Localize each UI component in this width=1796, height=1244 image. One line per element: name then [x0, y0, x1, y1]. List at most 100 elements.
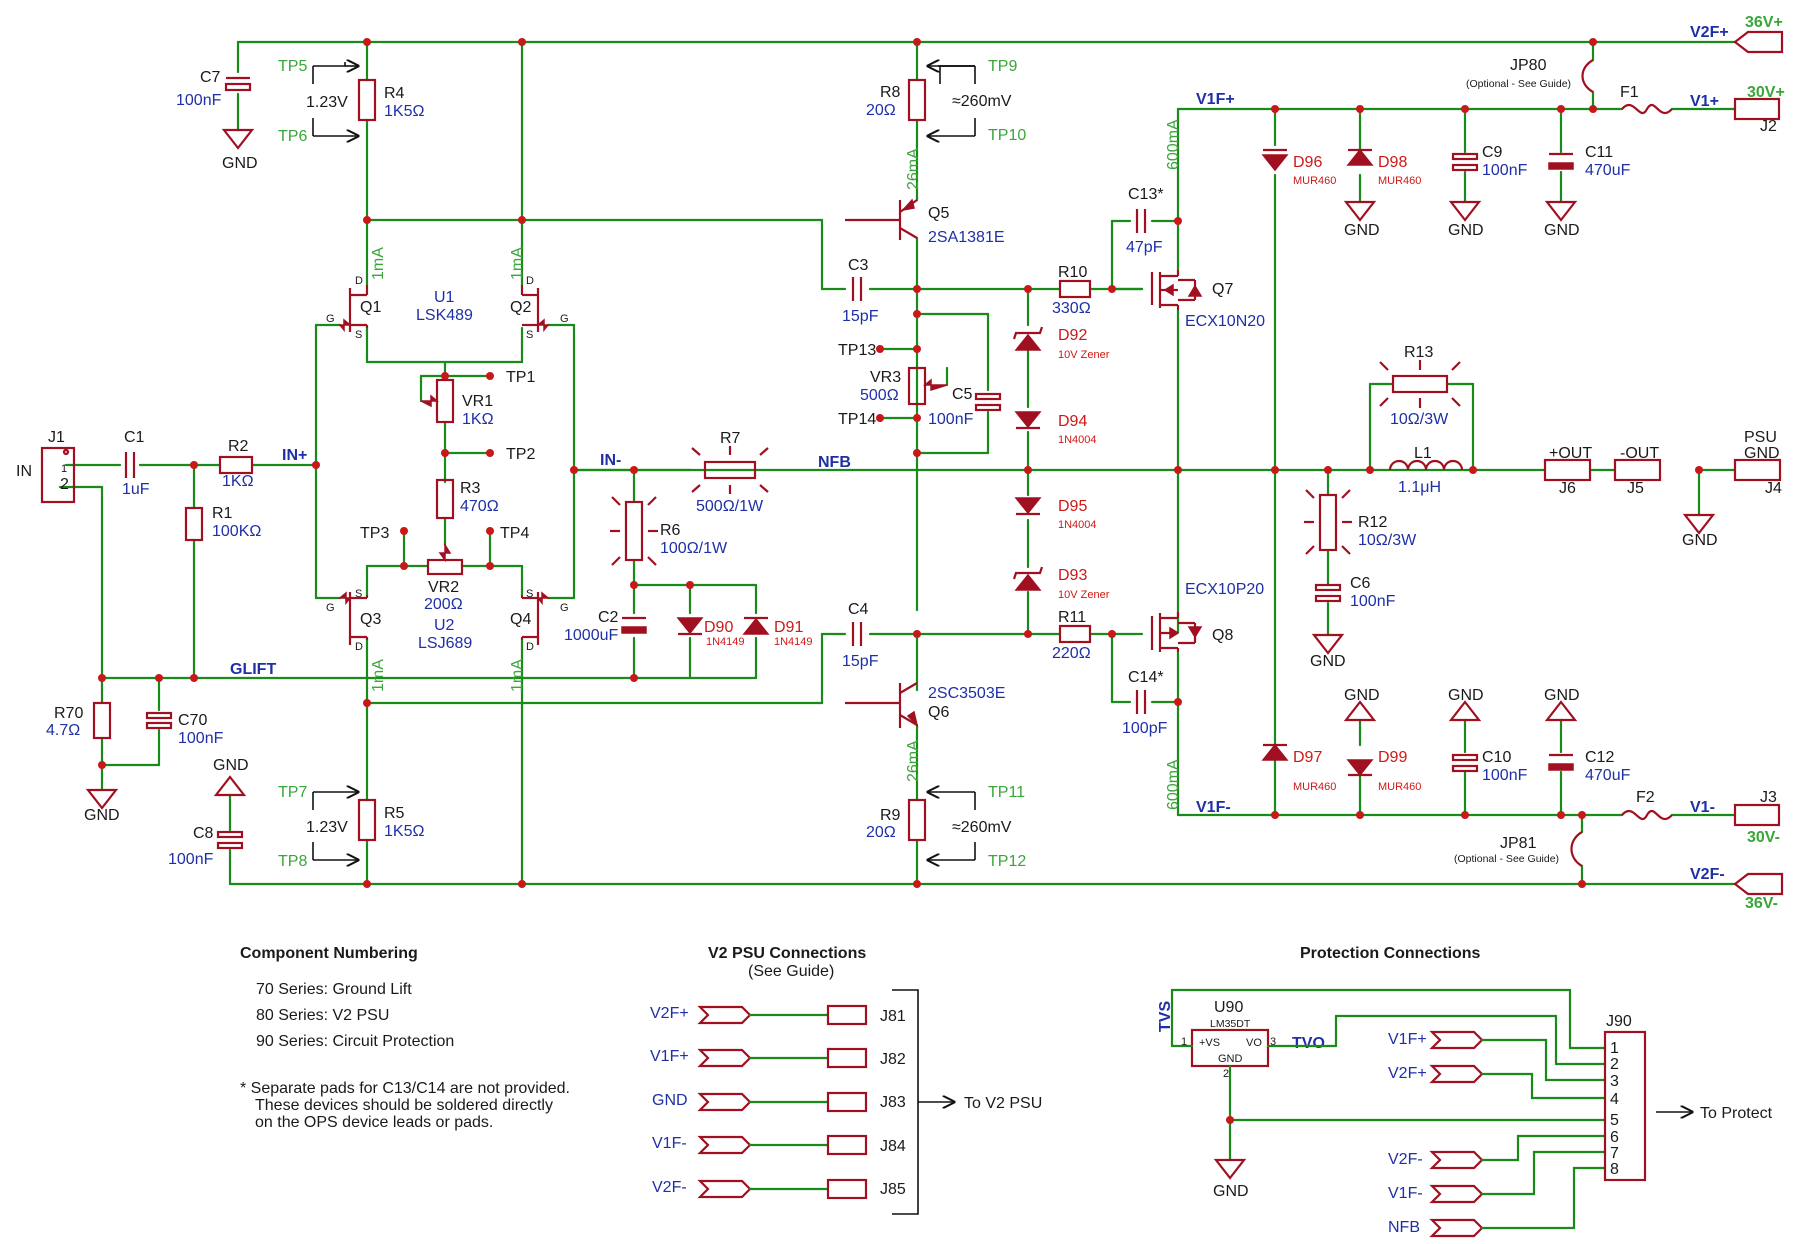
j90-pin-8: 8 — [1610, 1161, 1619, 1178]
r1-val: 100KΩ — [212, 523, 261, 540]
psu-conn-subtitle: (See Guide) — [748, 963, 834, 980]
r6-val: 100Ω/1W — [660, 540, 728, 557]
prot-in-1: V1F+ — [1388, 1031, 1427, 1048]
q5-val: 2SA1381E — [928, 229, 1005, 246]
rail-30p: 30V+ — [1747, 84, 1785, 101]
l1-ref: L1 — [1414, 445, 1432, 462]
v2f-minus-net: V2F- — [1690, 866, 1725, 883]
c1-ref: C1 — [124, 429, 145, 446]
c10-val: 100nF — [1482, 767, 1528, 784]
q1-g: G — [326, 313, 335, 325]
r70-ref: R70 — [54, 705, 83, 722]
c1-val: 1uF — [122, 481, 150, 498]
psu-conn-row: V1F- J84 — [652, 1134, 906, 1156]
gnd-c12: GND — [1544, 687, 1580, 704]
u90-val: LM35DT — [1210, 1018, 1251, 1030]
j6-ref: J6 — [1559, 480, 1576, 497]
c70-val: 100nF — [178, 730, 224, 747]
q1-ref: Q1 — [360, 299, 381, 316]
j1-pin2: 2 — [60, 476, 69, 493]
d92-ref: D92 — [1058, 327, 1087, 344]
q2-d: D — [526, 275, 534, 287]
psu-connections: V2 PSU Connections (See Guide) V2F+ J81 … — [650, 945, 1042, 1215]
c13-ref: C13* — [1128, 186, 1164, 203]
minus-out: -OUT — [1620, 445, 1659, 462]
c12-ref: C12 — [1585, 749, 1614, 766]
gnd-r70: GND — [84, 807, 120, 824]
note-line-2: These devices should be soldered directl… — [255, 1097, 553, 1114]
gnd-c8: GND — [213, 757, 249, 774]
protect-title: Protection Connections — [1300, 945, 1481, 962]
in-plus-net: IN+ — [282, 447, 307, 464]
psu-row-2-net: V1F+ — [650, 1048, 689, 1065]
q8-ref: Q8 — [1212, 627, 1233, 644]
v1f-minus-net: V1F- — [1196, 799, 1231, 816]
d92-val: 10V Zener — [1058, 349, 1110, 361]
rail-36m: 36V- — [1745, 895, 1778, 912]
prot-in-2: V2F+ — [1388, 1065, 1427, 1082]
c2-val: 1000uF — [564, 627, 618, 644]
c9-val: 100nF — [1482, 162, 1528, 179]
c11-ref: C11 — [1585, 144, 1613, 161]
q2-s: S — [526, 329, 533, 341]
numbering-notes: Component Numbering 70 Series: Ground Li… — [240, 945, 570, 1131]
i1ma-q2: 1mA — [509, 247, 526, 280]
j90-pin-7: 7 — [1610, 1145, 1619, 1162]
u2-val: LSJ689 — [418, 635, 472, 652]
c14-ref: C14* — [1128, 669, 1164, 686]
c5-ref: C5 — [952, 386, 973, 403]
numbering-line-3: 90 Series: Circuit Protection — [256, 1033, 454, 1050]
rail-30m: 30V- — [1747, 829, 1780, 846]
u90-vs: +VS — [1199, 1037, 1220, 1049]
psu-conn-row: V2F- J85 — [652, 1178, 906, 1200]
c8-ref: C8 — [193, 825, 214, 842]
r2-val: 1KΩ — [222, 473, 254, 490]
r13-val: 10Ω/3W — [1390, 411, 1449, 428]
c3-val: 15pF — [842, 308, 879, 325]
q2-g: G — [560, 313, 569, 325]
v2f-plus-net: V2F+ — [1690, 24, 1729, 41]
c3-ref: C3 — [848, 257, 869, 274]
psu-conn-row: V1F+ J82 — [650, 1047, 906, 1069]
component-symbols — [40, 30, 1784, 896]
gnd-d99: GND — [1344, 687, 1380, 704]
c70-ref: C70 — [178, 712, 207, 729]
tp9-label: TP9 — [988, 58, 1017, 75]
rail-36p: 36V+ — [1745, 14, 1783, 31]
junctions — [98, 38, 1703, 888]
vr1-val: 1KΩ — [462, 411, 494, 428]
d94-ref: D94 — [1058, 413, 1087, 430]
v260-top: ≈260mV — [952, 93, 1012, 110]
q6-val: 2SC3503E — [928, 685, 1005, 702]
q3-d: D — [355, 641, 363, 653]
q4-d: D — [526, 641, 534, 653]
v260-bot: ≈260mV — [952, 819, 1012, 836]
u90-p3: 3 — [1270, 1036, 1276, 1048]
r9-ref: R9 — [880, 807, 901, 824]
c13-val: 47pF — [1126, 239, 1163, 256]
psu-row-5-jack: J85 — [880, 1181, 906, 1198]
in-label: IN — [16, 463, 32, 480]
u90-p1: 1 — [1181, 1036, 1187, 1048]
c6-val: 100nF — [1350, 593, 1396, 610]
j5-ref: J5 — [1627, 480, 1644, 497]
i26ma-bot: 26mA — [905, 740, 922, 782]
tp14-label: TP14 — [838, 411, 876, 428]
u90-ref: U90 — [1214, 999, 1243, 1016]
d94-val: 1N4004 — [1058, 434, 1097, 446]
vr2-val: 200Ω — [424, 596, 463, 613]
gnd-c6: GND — [1310, 653, 1346, 670]
tp4-label: TP4 — [500, 525, 529, 542]
psu-row-4-jack: J84 — [880, 1138, 906, 1155]
d98-val: MUR460 — [1378, 175, 1421, 187]
d95-ref: D95 — [1058, 498, 1087, 515]
q1-d: D — [355, 275, 363, 287]
gnd-c11: GND — [1544, 222, 1580, 239]
psu-conn-title: V2 PSU Connections — [708, 945, 866, 962]
c12-val: 470uF — [1585, 767, 1631, 784]
gnd-c10: GND — [1448, 687, 1484, 704]
tp5-label: TP5 — [278, 58, 307, 75]
r70-val: 4.7Ω — [46, 722, 80, 739]
d93-val: 10V Zener — [1058, 589, 1110, 601]
